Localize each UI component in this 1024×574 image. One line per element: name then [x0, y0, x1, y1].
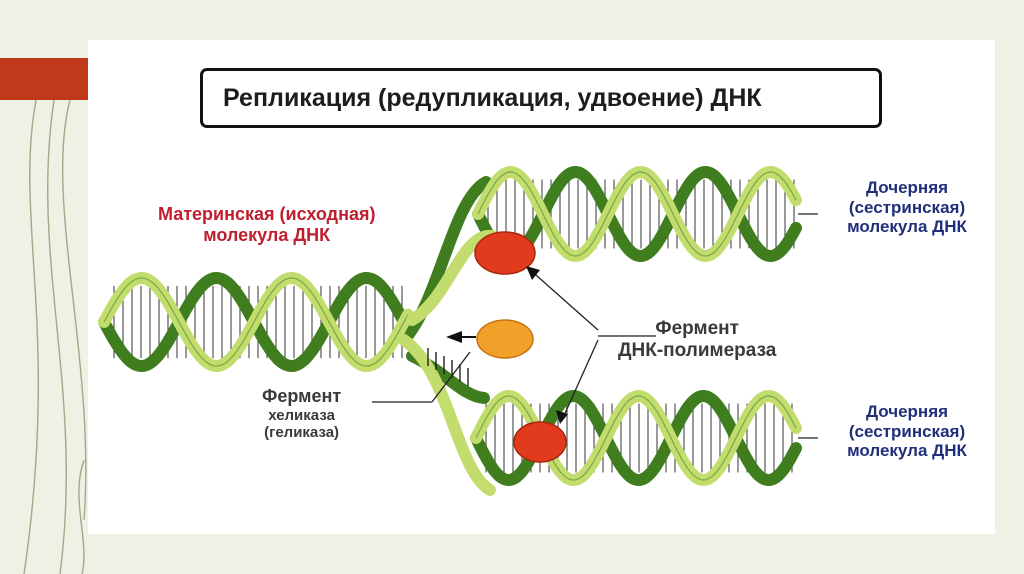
helicase-line2: хеликаза [268, 406, 335, 424]
fork-lower-arm-light [398, 334, 496, 496]
page-title: Репликация (редупликация, удвоение) ДНК [200, 68, 882, 128]
polymerase-line2: ДНК-полимераза [618, 339, 777, 361]
helicase-line1: Фермент [262, 386, 342, 406]
mother-label-line1: Материнская (исходная) [158, 204, 376, 224]
daughter-bottom-line2: (сестринская) [848, 421, 966, 441]
daughter-bottom-line3: молекула ДНК [847, 441, 967, 461]
pointer-lines [372, 213, 818, 439]
polymerase-label: Фермент ДНК-полимераза [618, 318, 776, 362]
helicase-enzyme [476, 319, 534, 359]
decorative-wave-lines [23, 99, 87, 574]
daughter-bottom-line1: Дочерняя [865, 402, 949, 421]
daughter-top-helix-dark-strand [472, 165, 802, 263]
light-strands [98, 165, 802, 496]
polymerase-enzyme-bottom [513, 421, 567, 463]
daughter-top-line3: молекула ДНК [847, 217, 967, 237]
daughter-top-line1: Дочерняя [865, 178, 949, 197]
title-text: Репликация (редупликация, удвоение) ДНК [223, 83, 762, 112]
daughter-molecule-top-label: Дочерняя (сестринская) молекула ДНК [822, 178, 992, 237]
helicase-line3: (геликаза) [264, 423, 340, 441]
polymerase-enzyme-top [474, 231, 536, 275]
mother-label-line2: молекула ДНК [203, 224, 331, 245]
polymerase-line1: Фермент [655, 318, 739, 339]
accent-bar [0, 58, 88, 100]
mother-molecule-label: Материнская (исходная) молекула ДНК [158, 204, 375, 245]
daughter-top-line2: (сестринская) [848, 197, 966, 217]
daughter-top-helix-light-strand-edge [477, 171, 797, 257]
helicase-label: Фермент хеликаза (геликаза) [262, 386, 341, 441]
arrowheads [446, 266, 568, 424]
fork-upper-arm-light [406, 229, 498, 326]
daughter-bottom-helix-light-strand-edge [475, 395, 797, 481]
parental-helix-light-strand-edge [103, 277, 409, 367]
daughter-molecule-bottom-label: Дочерняя (сестринская) молекула ДНК [822, 402, 992, 461]
